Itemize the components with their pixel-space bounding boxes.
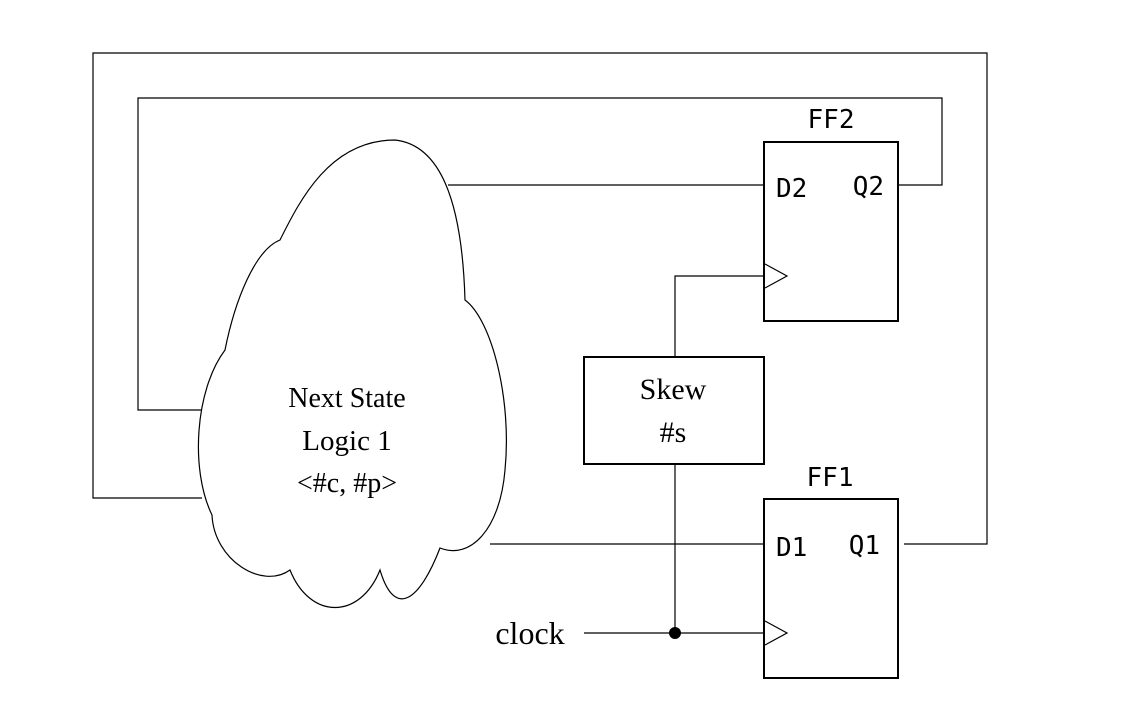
skew-value: #s: [660, 416, 687, 449]
skew-box: [583, 356, 765, 465]
clock-label: clock: [495, 615, 564, 651]
next-state-logic-cloud: [197, 139, 508, 608]
ff2-title: FF2: [808, 105, 855, 135]
ff1-clock-triangle: [764, 620, 789, 646]
cloud-label-line2: Logic 1: [302, 425, 391, 457]
wire-q2-feedback: [137, 97, 943, 411]
flip-flop-ff2: FF2 D2 Q2: [763, 105, 899, 322]
ff1-d-pin: D1: [776, 533, 807, 563]
flip-flop-ff1: FF1 D1 Q1: [763, 463, 899, 679]
wire-q1-feedback: [92, 52, 988, 545]
cloud-label-line1: Next State: [288, 383, 405, 414]
ff1-title: FF1: [807, 463, 854, 493]
ff1-q-pin: Q1: [849, 531, 880, 561]
ff2-d-pin: D2: [776, 174, 807, 204]
ff2-box: [763, 141, 899, 322]
clock-junction-dot: [669, 627, 681, 639]
ff2-clock-triangle: [764, 263, 789, 289]
wire-skew-to-ff2-clk: [674, 275, 765, 357]
skew-block: Skew #s: [583, 356, 765, 465]
ff2-q-pin: Q2: [853, 172, 884, 202]
skew-label: Skew: [640, 373, 707, 406]
cloud-label-line3: <#c, #p>: [297, 468, 397, 499]
ff1-box: [763, 498, 899, 679]
